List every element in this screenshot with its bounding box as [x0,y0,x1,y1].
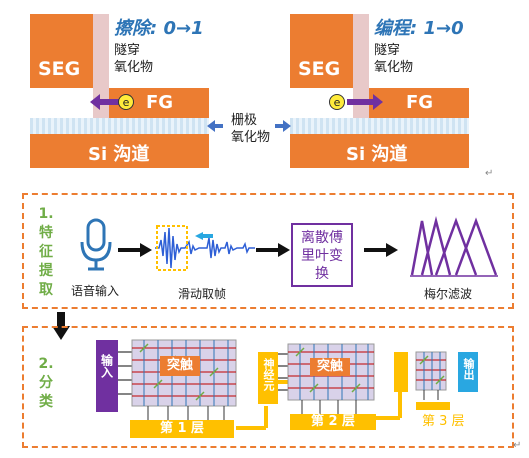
stage1-char: 取 [39,282,53,298]
input-label: 输入 [99,354,114,378]
layer3-connector [376,390,402,420]
erase-fg-label: FG [146,92,174,113]
mel-filter-label: 梅尔滤波 [424,287,473,301]
stage1-label: 1. 特 征 提 取 [36,205,56,300]
layer3-bar [416,402,450,410]
erase-seg-block [30,14,93,88]
dft-line: 离散傅 [301,230,343,246]
stage2-frame [22,326,514,448]
gate-oxide-label: 栅极 氧化物 [231,112,270,146]
erase-tunnel-oxide-layer [93,14,109,118]
sliding-frame-label: 滑动取帧 [178,287,227,301]
layer2-label: 第 2 层 [310,414,356,429]
stage1-number: 1. [38,206,54,222]
erase-electron-label: e [123,96,130,109]
arrow-icon [118,243,152,257]
layer1-bar: 第 1 层 [130,420,234,438]
program-channel-label: Si 沟道 [346,144,408,165]
stage2-number: 2. [38,356,54,372]
tunnel-label-line2: 氧化物 [374,60,414,75]
arrow-icon [256,243,290,257]
program-electron-label: e [334,96,341,109]
mel-filter-icon [410,216,498,277]
tunnel-label-line1: 隧穿 [114,43,141,58]
program-fg-block [369,88,469,118]
stage1-frame [22,193,514,309]
erase-electron-arrow: e [90,94,134,110]
layer1-crossbar [118,339,237,420]
erase-channel-label: Si 沟道 [88,144,150,165]
program-fg-label: FG [406,92,434,113]
program-tunnel-oxide-layer [353,14,369,118]
tunnel-label-line2: 氧化物 [114,60,154,75]
output-block: 输出 [458,352,478,392]
layer1-label: 第 1 层 [159,421,205,436]
layer2-bar: 第 2 层 [290,414,376,430]
program-seg-label: SEG [298,58,341,80]
program-electron-arrow: e [329,94,383,110]
stage2-label: 2. 分 类 [36,355,56,412]
gate-oxide-line2: 氧化物 [231,130,271,145]
layer3-neuron-block [394,352,408,392]
layer1-synapse-label: 突触 [160,356,200,376]
stage1-char: 提 [39,263,53,279]
down-arrow-icon [52,312,70,340]
erase-channel-block [30,134,209,168]
dft-line: 换 [315,266,329,282]
waveform-icon [155,225,255,271]
neuron-block: 神经元 [258,352,278,404]
stage1-char: 征 [39,244,53,260]
input-block: 输入 [96,340,118,412]
layer2-synapse-label: 突触 [310,358,350,376]
program-seg-block [290,14,353,88]
program-channel-block [290,134,469,168]
arrow-icon [364,243,398,257]
erase-title: 擦除: 0→1 [114,18,204,39]
gate-oxide-pointer-arrows [207,120,291,132]
gate-oxide-line1: 栅极 [231,113,258,128]
erase-seg-label: SEG [38,58,81,80]
return-mark: ↵ [485,168,494,179]
tunnel-label-line1: 隧穿 [374,43,401,58]
stage2-char: 分 [39,375,53,391]
output-label: 输出 [462,358,475,380]
layer2-crossbar [278,343,375,414]
erase-gate-oxide-layer [30,118,209,134]
dft-line: 里叶变 [301,248,343,264]
program-gate-oxide-layer [290,118,469,134]
stage2-char: 类 [39,394,53,410]
return-mark: ↵ [513,440,522,451]
layer3-crossbar [415,351,447,400]
dft-box: 离散傅 里叶变 换 [291,223,353,287]
erase-tunnel-oxide-label: 隧穿 氧化物 [114,42,153,76]
microphone-icon [80,218,112,271]
neuron-label: 神经元 [262,358,275,391]
program-tunnel-oxide-label: 隧穿 氧化物 [374,42,413,76]
voice-input-label: 语音输入 [71,284,120,298]
stage1-char: 特 [39,225,53,241]
program-title: 编程: 1→0 [374,18,464,39]
layer3-label: 第 3 层 [422,414,465,429]
